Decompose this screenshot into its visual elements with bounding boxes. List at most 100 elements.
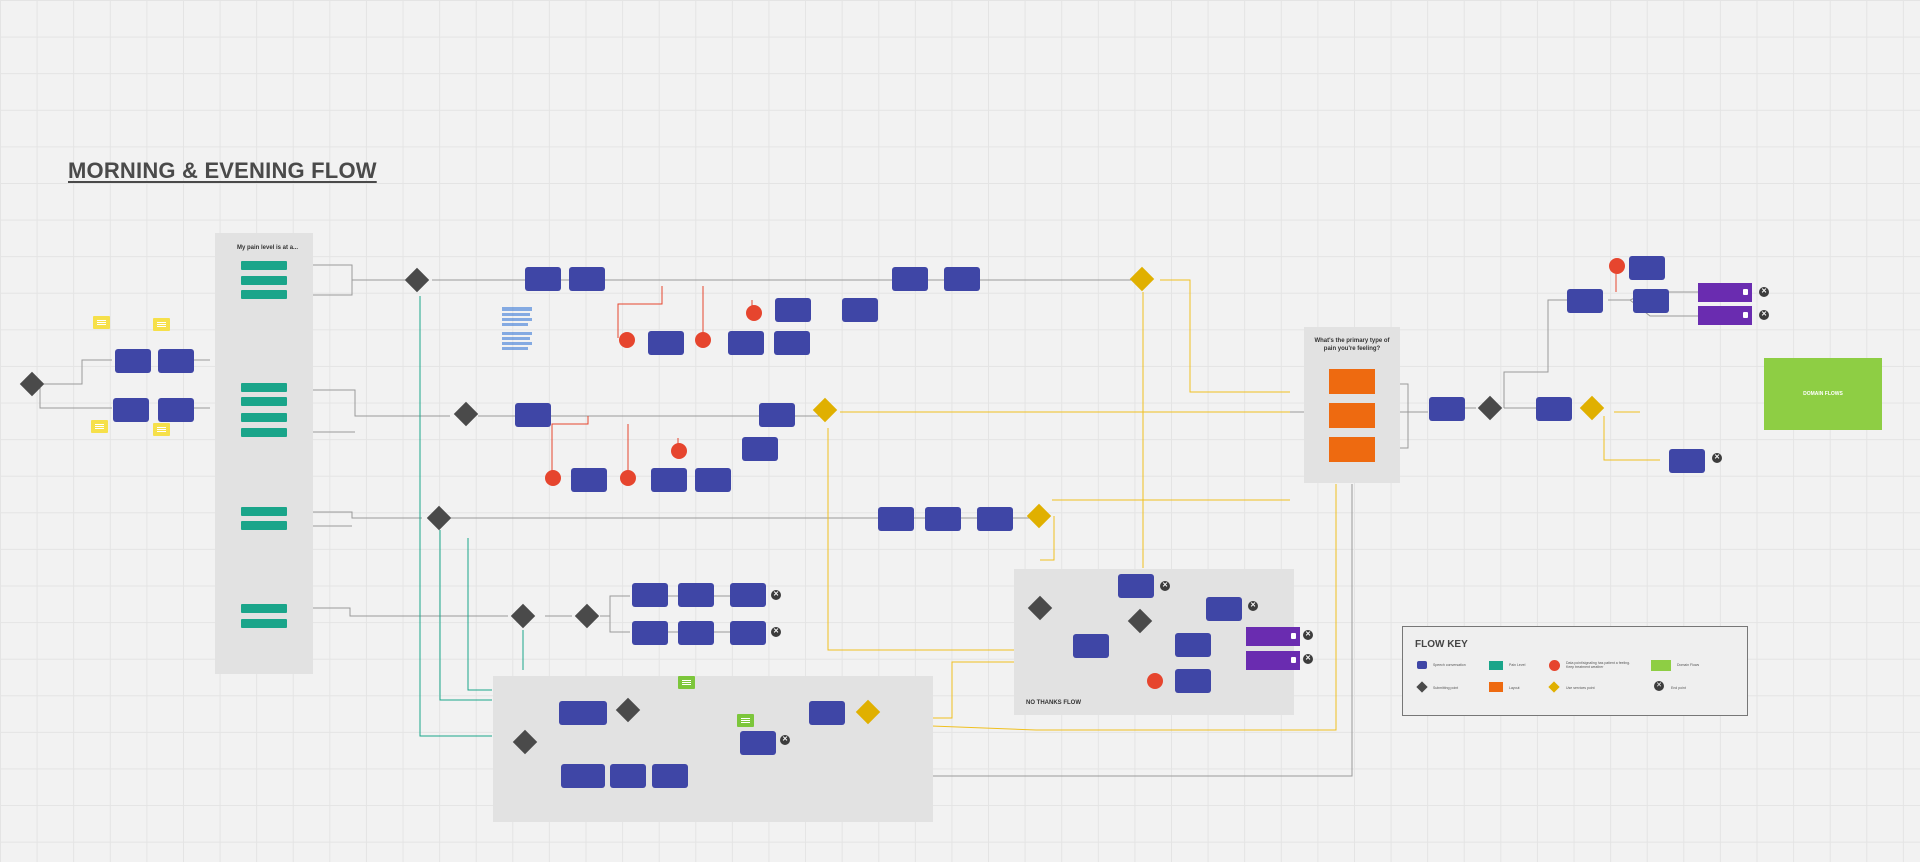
speech-bubble <box>648 331 684 355</box>
flow-key-legend: FLOW KEY Speech conversation Pain Level … <box>1402 626 1748 716</box>
sticky-note-icon <box>153 423 170 436</box>
data-point-node <box>746 305 762 321</box>
speech-bubble <box>158 349 194 373</box>
speech-bubble <box>1629 256 1665 280</box>
pain-level-option[interactable] <box>241 383 287 392</box>
speech-bubble <box>1429 397 1465 421</box>
data-point-node <box>1609 258 1625 274</box>
decision-node <box>512 729 538 755</box>
speech-swatch <box>1417 661 1427 669</box>
pain-level-title: My pain level is at a... <box>237 245 299 251</box>
key-label: Use services point <box>1566 686 1595 690</box>
pain-level-option[interactable] <box>241 261 287 270</box>
decision-node <box>615 697 641 723</box>
speech-bubble <box>809 701 845 725</box>
speech-bubble <box>559 701 607 725</box>
decision-swatch <box>1416 681 1428 693</box>
speech-bubble <box>1118 574 1154 598</box>
x-icon: ✕ <box>1759 287 1769 297</box>
pain-level-option[interactable] <box>241 521 287 530</box>
pain-type-option[interactable] <box>1329 403 1375 428</box>
speech-bubble <box>515 403 551 427</box>
notes-text-block <box>502 307 542 350</box>
speech-bubble <box>525 267 561 291</box>
speech-bubble <box>977 507 1013 531</box>
page-title: MORNING & EVENING FLOW <box>68 158 377 183</box>
speech-bubble <box>1633 289 1669 313</box>
data-point-swatch <box>1549 660 1560 671</box>
key-label: Pain Level <box>1509 663 1526 667</box>
pain-level-option[interactable] <box>241 290 287 299</box>
sticky-note-icon <box>678 676 695 689</box>
x-icon: ✕ <box>1712 453 1722 463</box>
service-decision-node <box>1026 503 1052 529</box>
x-icon: ✕ <box>1160 581 1170 591</box>
domain-flows-box: DOMAIN FLOWS <box>1764 358 1882 430</box>
pain-type-title: What's the primary type of pain you're f… <box>1314 338 1390 352</box>
x-icon: ✕ <box>771 627 781 637</box>
speech-bubble <box>695 468 731 492</box>
action-card[interactable] <box>1698 283 1752 302</box>
speech-bubble <box>1073 634 1109 658</box>
start-decision-node <box>19 371 45 397</box>
action-card[interactable] <box>1246 651 1300 670</box>
speech-bubble <box>775 298 811 322</box>
data-point-node <box>620 470 636 486</box>
sticky-note-icon <box>91 420 108 433</box>
x-icon: ✕ <box>1759 310 1769 320</box>
service-swatch <box>1548 681 1560 693</box>
speech-bubble <box>651 468 687 492</box>
service-decision-node <box>1129 266 1155 292</box>
action-card[interactable] <box>1698 306 1752 325</box>
key-label: Layout <box>1509 686 1520 690</box>
pain-level-option[interactable] <box>241 604 287 613</box>
action-card[interactable] <box>1246 627 1300 646</box>
service-decision-node <box>1579 395 1605 421</box>
key-label: Speech conversation <box>1433 663 1466 667</box>
pain-level-option[interactable] <box>241 619 287 628</box>
speech-bubble <box>115 349 151 373</box>
no-thanks-title: NO THANKS FLOW <box>1026 700 1081 706</box>
pain-level-option[interactable] <box>241 507 287 516</box>
key-label: End point <box>1671 686 1686 690</box>
data-point-node <box>695 332 711 348</box>
service-decision-node <box>855 699 881 725</box>
speech-bubble <box>569 267 605 291</box>
speech-bubble <box>1175 633 1211 657</box>
speech-bubble <box>842 298 878 322</box>
pain-level-option[interactable] <box>241 428 287 437</box>
x-icon: ✕ <box>780 735 790 745</box>
layout-swatch <box>1489 682 1503 692</box>
flow-key-title: FLOW KEY <box>1415 639 1468 650</box>
pain-level-option[interactable] <box>241 413 287 422</box>
pain-level-option[interactable] <box>241 276 287 285</box>
pain-type-option[interactable] <box>1329 369 1375 394</box>
pain-level-panel: My pain level is at a... <box>215 233 313 674</box>
pain-type-option[interactable] <box>1329 437 1375 462</box>
data-point-node <box>545 470 561 486</box>
decision-node <box>510 603 536 629</box>
speech-bubble <box>113 398 149 422</box>
decision-node <box>574 603 600 629</box>
x-icon: ✕ <box>771 590 781 600</box>
pain-level-option[interactable] <box>241 397 287 406</box>
speech-bubble <box>759 403 795 427</box>
speech-bubble <box>774 331 810 355</box>
speech-bubble <box>892 267 928 291</box>
decision-node <box>1127 608 1153 634</box>
speech-bubble <box>632 583 668 607</box>
speech-bubble <box>571 468 607 492</box>
key-label: Submitting point <box>1433 686 1459 690</box>
speech-bubble <box>728 331 764 355</box>
data-point-node <box>1147 673 1163 689</box>
sticky-note-icon <box>93 316 110 329</box>
pain-level-swatch <box>1489 661 1503 670</box>
speech-bubble <box>632 621 668 645</box>
speech-bubble <box>878 507 914 531</box>
sticky-note-icon <box>153 318 170 331</box>
key-label: Data point/signaling has patient a feeli… <box>1566 661 1631 669</box>
speech-bubble <box>678 583 714 607</box>
speech-bubble <box>730 583 766 607</box>
speech-bubble <box>1206 597 1242 621</box>
x-icon: ✕ <box>1303 654 1313 664</box>
